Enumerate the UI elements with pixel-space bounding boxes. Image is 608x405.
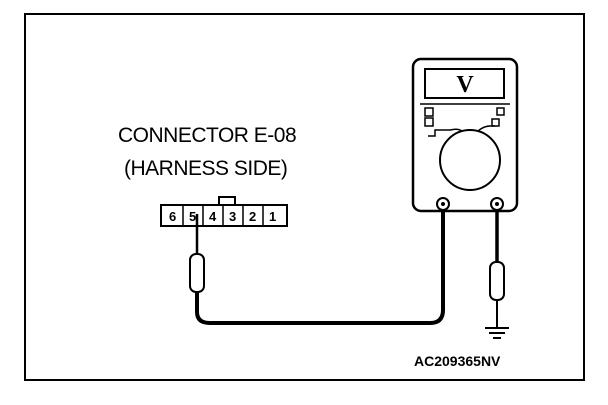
connector-e08: 6 5 4 3 2 1 [160, 196, 288, 227]
connector-subtitle: (HARNESS SIDE) [124, 157, 288, 180]
probe-handle-left [189, 253, 205, 293]
pin-5-label: 5 [189, 209, 196, 224]
diagram-frame [24, 13, 585, 381]
connector-lock-tab [218, 196, 236, 206]
multimeter-display [424, 68, 505, 99]
multimeter: V [411, 57, 519, 213]
voltage-symbol: V [456, 72, 474, 98]
probe-ground [489, 210, 505, 328]
connector-housing [160, 204, 288, 227]
mode-button-3 [496, 107, 505, 116]
probe-handle-right [489, 261, 505, 301]
mode-button-4 [491, 118, 500, 127]
test-lead-wire [195, 204, 445, 325]
mode-button-2 [424, 117, 434, 127]
pin-1-label: 1 [269, 209, 276, 224]
pin-2-label: 2 [249, 209, 256, 224]
mode-button-1 [424, 107, 434, 117]
connector-title: CONNECTOR E-08 [118, 124, 297, 147]
ground-icon [485, 327, 509, 339]
pin-6-label: 6 [169, 209, 176, 224]
figure-code: AC209365NV [414, 353, 501, 369]
pin-3-label: 3 [229, 209, 236, 224]
pin-4-label: 4 [209, 209, 217, 224]
selector-dial [439, 129, 501, 191]
